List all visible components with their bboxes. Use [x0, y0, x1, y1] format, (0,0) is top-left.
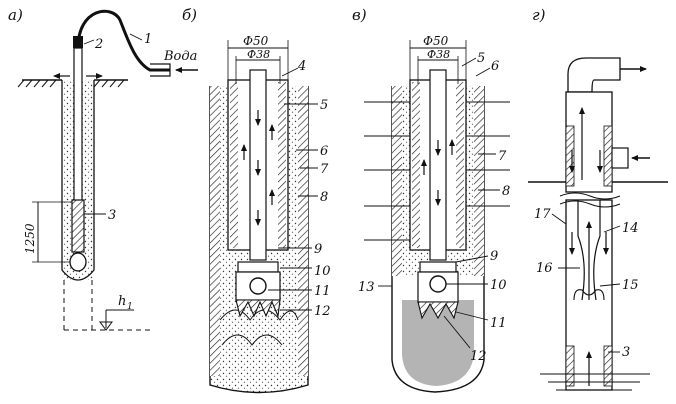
- panel-g-callout-3: 3: [622, 345, 630, 360]
- panel-g-callout-15: 15: [622, 278, 639, 293]
- depth-dimension-value: 1250: [23, 223, 37, 254]
- panel-v-label: в): [352, 6, 367, 24]
- panel-b-callout-12: 12: [314, 304, 331, 319]
- level-label: h: [118, 294, 126, 309]
- panel-a-filter: [71, 199, 85, 253]
- panel-b: б) Ф50: [182, 6, 331, 394]
- panel-b-tip: [235, 299, 281, 319]
- panel-v-callout-10: 10: [490, 278, 507, 293]
- panel-b-callout-5: 5: [320, 98, 328, 113]
- panel-v-callout-13: 13: [358, 280, 375, 295]
- panel-v: в): [352, 6, 510, 393]
- panel-a-callout-3: 3: [108, 208, 116, 223]
- panel-b-callout-11: 11: [314, 284, 331, 299]
- panel-g-callout-14: 14: [622, 221, 639, 236]
- panel-a-coupling: [73, 36, 83, 48]
- panel-g-callout-16: 16: [536, 261, 553, 276]
- panel-v-ball-valve: [429, 275, 447, 293]
- panel-v-callout-9: 9: [490, 249, 498, 264]
- panel-b-callout-4: 4: [297, 59, 306, 74]
- panel-b-callout-8: 8: [320, 190, 328, 205]
- panel-g: г) 17 14 16: [528, 6, 668, 391]
- panel-v-bottom-fill: [402, 300, 474, 386]
- panel-v-suction-lines: [364, 101, 510, 241]
- panel-a: а) Вода 2 1 3: [8, 6, 198, 331]
- panel-v-inner-diameter: Ф38: [427, 48, 450, 61]
- panel-g-elbow: [567, 57, 621, 93]
- panel-a-ground: [17, 79, 128, 88]
- level-subscript: 1: [127, 302, 133, 312]
- panel-a-label: а): [8, 6, 23, 24]
- panel-v-callout-11: 11: [490, 316, 507, 331]
- panel-b-outer-diameter: Ф50: [243, 34, 269, 48]
- panel-g-inlet-stub: [611, 147, 629, 169]
- panel-b-diameters: Ф50 Ф38: [227, 34, 289, 84]
- panel-a-callout-1: 1: [144, 32, 152, 47]
- water-label: Вода: [163, 49, 197, 64]
- panel-v-inner-tube: [429, 69, 447, 261]
- panel-v-diameters: Ф50 Ф38: [409, 34, 467, 84]
- panel-v-callout-8: 8: [502, 184, 510, 199]
- panel-v-callout-7: 7: [498, 149, 507, 164]
- panel-b-valve-seat: [237, 261, 279, 273]
- panel-b-inner-diameter: Ф38: [247, 48, 270, 61]
- panel-v-outer-diameter: Ф50: [423, 34, 449, 48]
- panel-b-callout-6: 6: [320, 144, 328, 159]
- panel-g-label: г): [532, 6, 546, 24]
- water-level-marker: h 1: [99, 294, 134, 331]
- panel-v-valve-seat: [419, 261, 457, 273]
- panel-v-callout-6: 6: [491, 59, 499, 74]
- panel-b-callout-9: 9: [314, 242, 322, 257]
- panel-g-callout-17: 17: [534, 207, 551, 222]
- panel-b-callout-10: 10: [314, 264, 331, 279]
- panel-v-tip: [417, 301, 459, 320]
- panel-b-label: б): [182, 6, 197, 24]
- panel-v-callout-12: 12: [470, 349, 487, 364]
- panel-v-callout-5: 5: [477, 51, 485, 66]
- panel-b-callout-7: 7: [320, 162, 329, 177]
- panel-a-tip: [69, 252, 87, 272]
- panel-a-callout-2: 2: [94, 37, 103, 52]
- panel-b-ball-valve: [249, 277, 267, 295]
- depth-dimension: 1250: [23, 201, 72, 263]
